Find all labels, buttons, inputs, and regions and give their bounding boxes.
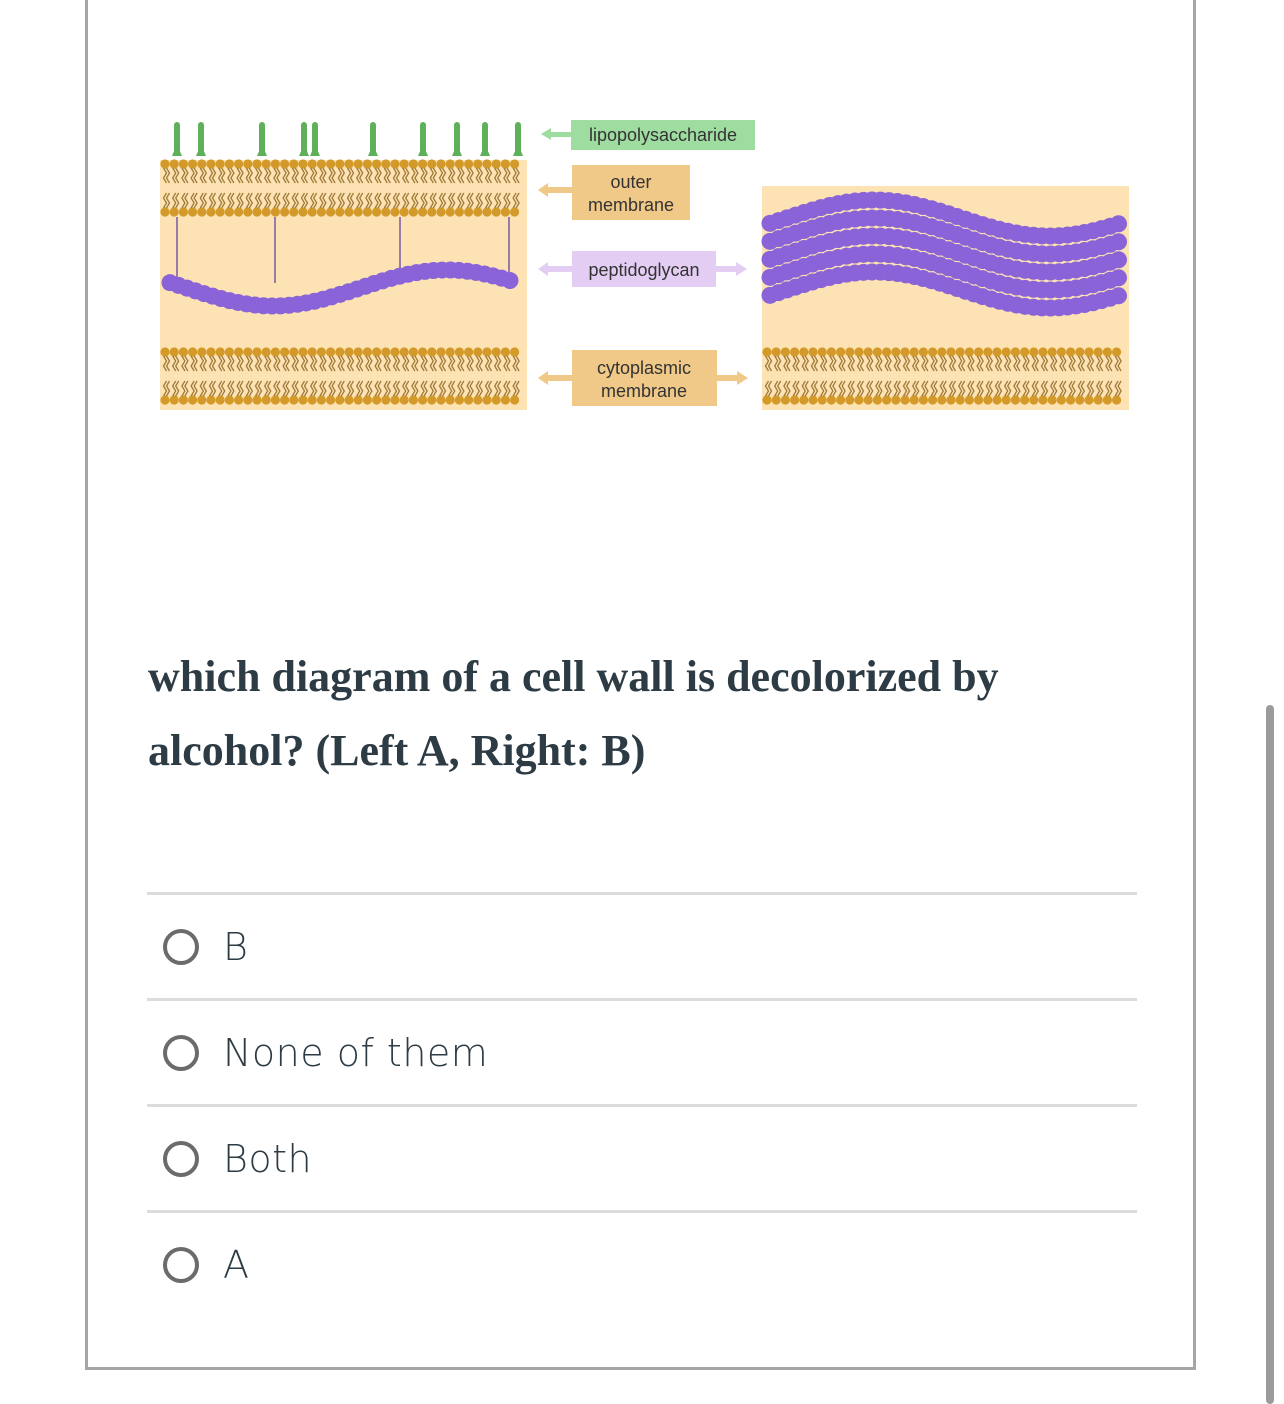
- answer-options: B None of them Both A: [147, 892, 1137, 1316]
- pg-arrow-left-icon: [538, 262, 548, 276]
- lps-label: lipopolysaccharide: [589, 125, 737, 145]
- outer-arrow-icon: [538, 183, 548, 197]
- left-outer-membrane: [160, 159, 520, 217]
- radio-button[interactable]: [163, 1246, 199, 1283]
- left-cytoplasmic-membrane: [160, 347, 520, 405]
- left-peptidoglycan: [161, 261, 519, 315]
- outer-label-line2: membrane: [588, 195, 674, 215]
- option-label: B: [223, 924, 249, 969]
- radio-button[interactable]: [163, 928, 199, 965]
- left-cell-wall-a: [160, 122, 527, 410]
- outer-label-line1: outer: [610, 172, 651, 192]
- cyto-label-line1: cytoplasmic: [597, 358, 691, 378]
- right-peptidoglycan: [761, 191, 1127, 317]
- cell-wall-svg: lipopolysaccharide outer membrane peptid…: [160, 120, 1129, 410]
- radio-button[interactable]: [163, 1034, 199, 1071]
- pg-arrow-right-icon: [736, 262, 747, 276]
- radio-button[interactable]: [163, 1140, 199, 1177]
- question-text: which diagram of a cell wall is decolori…: [148, 652, 999, 775]
- lps-arrow-icon: [541, 128, 551, 140]
- lps-chains: [172, 122, 523, 156]
- option-label: A: [223, 1242, 250, 1287]
- label-lipopolysaccharide: lipopolysaccharide: [541, 120, 755, 150]
- cyto-arrow-left-icon: [538, 371, 548, 385]
- cell-wall-diagram: lipopolysaccharide outer membrane peptid…: [155, 108, 1140, 418]
- pg-label: peptidoglycan: [588, 260, 699, 280]
- label-cytoplasmic-membrane: cytoplasmic membrane: [538, 350, 748, 406]
- label-peptidoglycan: peptidoglycan: [538, 251, 747, 287]
- label-outer-membrane: outer membrane: [538, 165, 690, 220]
- left-lipoprotein-links: [176, 217, 510, 283]
- right-cell-wall-b: [761, 186, 1129, 410]
- cyto-arrow-right-icon: [737, 371, 748, 385]
- scrollbar[interactable]: [1266, 705, 1274, 1404]
- option-none-of-them[interactable]: None of them: [147, 998, 1137, 1104]
- option-both[interactable]: Both: [147, 1104, 1137, 1210]
- option-label: None of them: [223, 1030, 489, 1075]
- option-label: Both: [223, 1136, 313, 1181]
- option-b[interactable]: B: [147, 892, 1137, 998]
- right-cytoplasmic-membrane: [762, 347, 1122, 405]
- option-a[interactable]: A: [147, 1210, 1137, 1316]
- cyto-label-line2: membrane: [601, 381, 687, 401]
